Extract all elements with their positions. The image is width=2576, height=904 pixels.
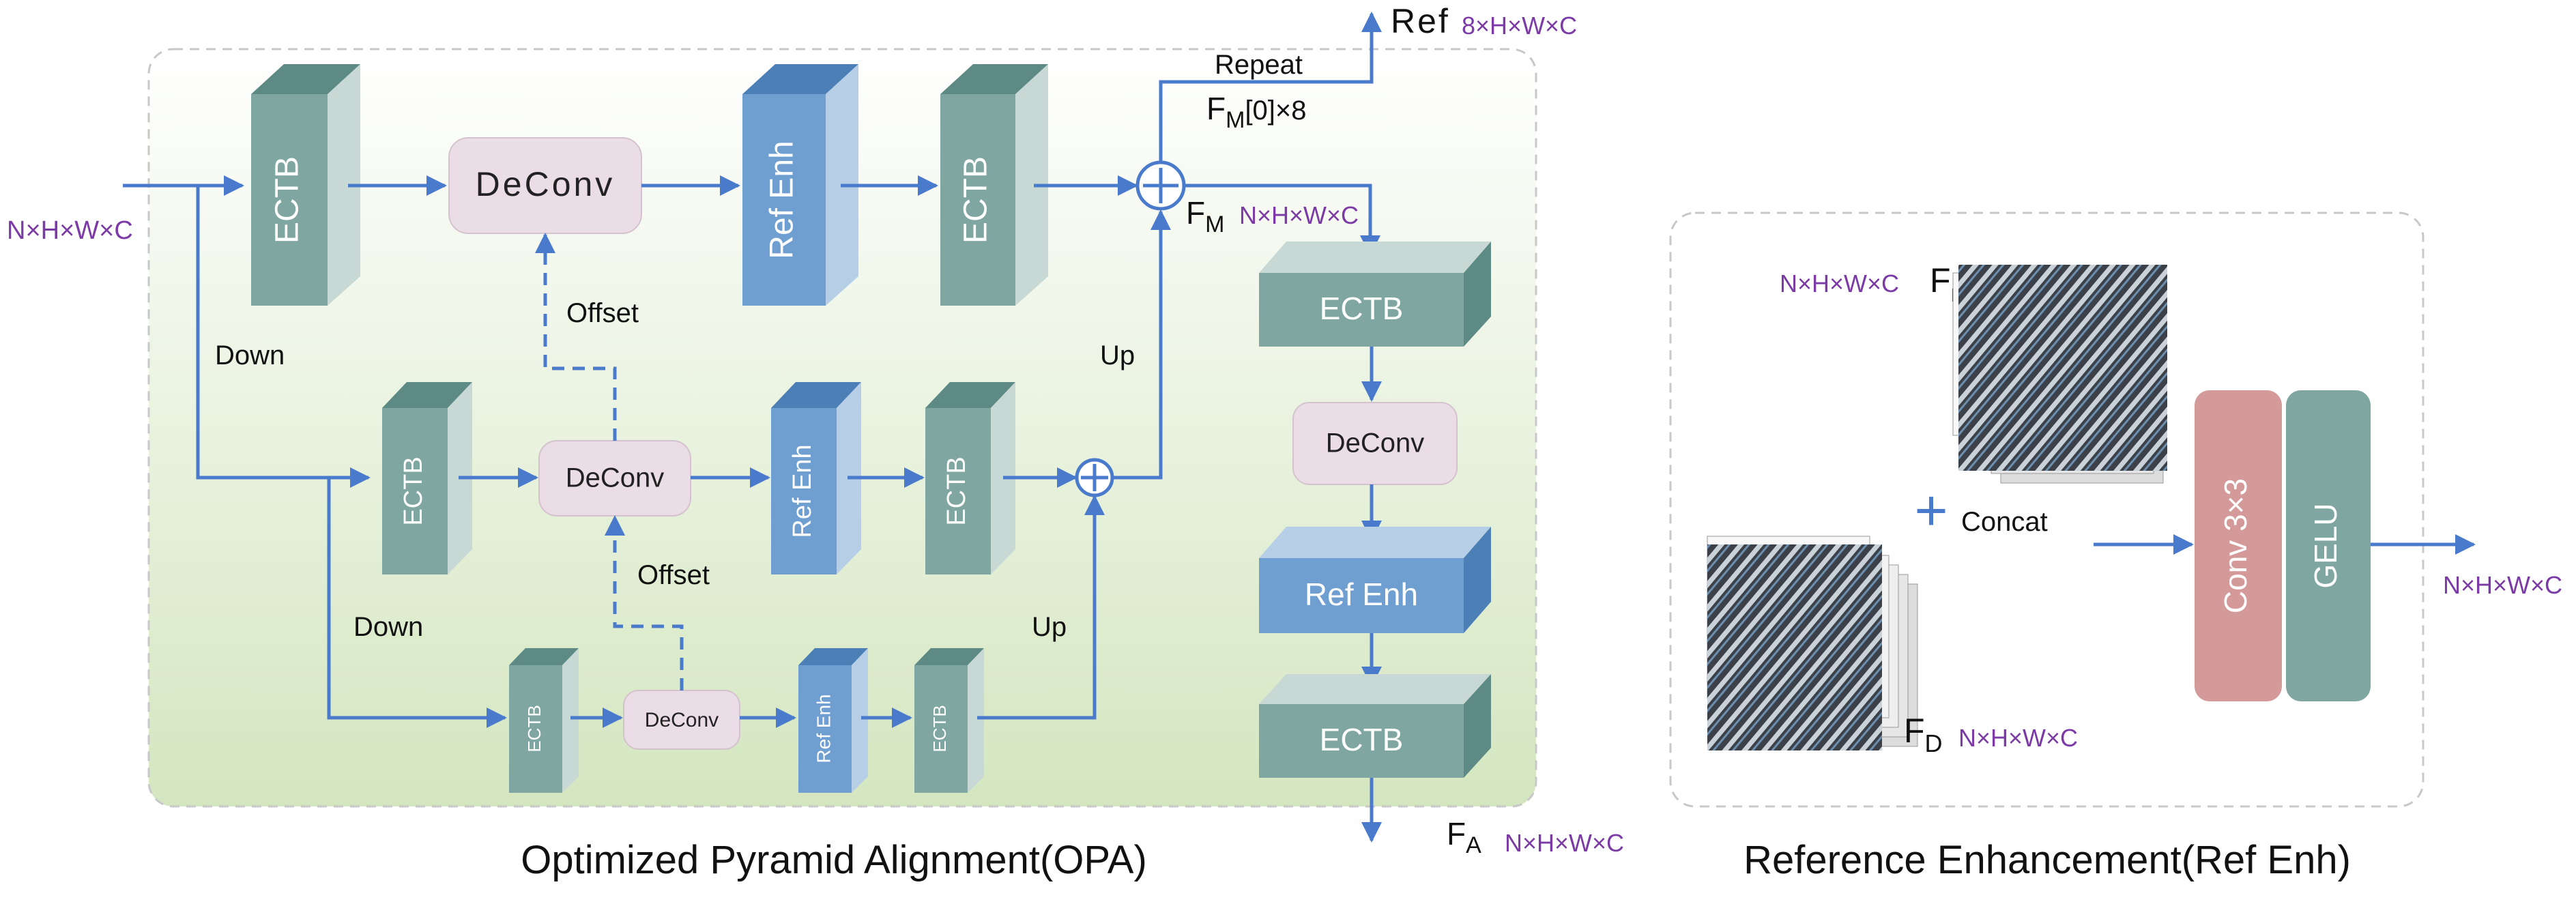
refenh-title: Reference Enhancement(Ref Enh) (1743, 838, 2351, 882)
fd-dim: N×H×W×C (1958, 724, 2078, 752)
refenh-output-dim: N×H×W×C (2443, 571, 2562, 599)
deconv-top: DeConv (448, 137, 642, 234)
svg-text:ECTB: ECTB (524, 705, 545, 752)
svg-text:ECTB: ECTB (270, 156, 306, 244)
ref-output-dim: 8×H×W×C (1462, 12, 1577, 40)
ref-output-label: Ref (1391, 2, 1450, 40)
svg-text:Ref Enh: Ref Enh (813, 694, 834, 763)
arrow-repeat-ref (1159, 12, 1382, 162)
offset-label-1: Offset (566, 298, 639, 328)
svg-text:DeConv: DeConv (645, 709, 719, 731)
refenh-l3: Ref Enh (798, 648, 868, 793)
fa-label: FA (1447, 816, 1481, 858)
fa-dim: N×H×W×C (1505, 829, 1624, 857)
down-label-2: Down (353, 612, 423, 642)
svg-text:Ref Enh: Ref Enh (764, 141, 800, 259)
arrow-down-l3 (327, 478, 507, 728)
gelu-block: GELU (2286, 390, 2371, 701)
add-l2 (1075, 458, 1114, 497)
arrow-up-l2-top (1112, 209, 1171, 480)
svg-text:ECTB: ECTB (958, 156, 994, 244)
arrow-up-l3-l2 (977, 495, 1105, 720)
fm-label: FM (1186, 195, 1224, 237)
repeat-label: Repeat (1215, 50, 1303, 80)
ectb-l3a: ECTB (509, 648, 579, 793)
ectb-l1a: ECTB (251, 64, 360, 306)
concat-plus: + (1914, 478, 1948, 542)
concat-label: Concat (1961, 507, 2048, 537)
refenh-right: Ref Enh (1259, 527, 1491, 633)
fref-dim: N×H×W×C (1780, 269, 1899, 297)
up-label-2: Up (1032, 612, 1067, 642)
svg-text:ECTB: ECTB (1320, 722, 1404, 757)
opa-title: Optimized Pyramid Alignment(OPA) (521, 838, 1147, 882)
fd-image-stack (1707, 536, 1918, 750)
svg-text:DeConv: DeConv (1326, 428, 1425, 458)
up-label-1: Up (1100, 340, 1135, 370)
arrow-add-to-right-column (1184, 184, 1380, 256)
svg-text:Conv 3×3: Conv 3×3 (2218, 478, 2253, 613)
add-top (1135, 160, 1186, 211)
refenh-l2: Ref Enh (771, 382, 861, 574)
conv-block: Conv 3×3 (2195, 390, 2282, 701)
svg-text:DeConv: DeConv (566, 463, 665, 493)
ectb-l1b: ECTB (940, 64, 1048, 306)
deconv-right: DeConv (1292, 402, 1458, 485)
input-dim-label: N×H×W×C (7, 216, 133, 245)
svg-text:Ref Enh: Ref Enh (1305, 577, 1418, 612)
offset-arrow-l3-l2 (605, 515, 684, 690)
offset-label-2: Offset (637, 560, 710, 590)
fm-dim: N×H×W×C (1239, 201, 1359, 229)
arrow-down-l2 (196, 186, 371, 488)
ectb-l2a: ECTB (382, 382, 472, 574)
ectb-l2b: ECTB (925, 382, 1015, 574)
deconv-l2: DeConv (538, 440, 691, 516)
ectb-right-1: ECTB (1259, 242, 1491, 347)
svg-text:ECTB: ECTB (942, 456, 971, 525)
ectb-right-2: ECTB (1259, 674, 1491, 778)
down-label-1: Down (215, 340, 285, 370)
fref-image-stack (1952, 265, 2167, 484)
svg-text:ECTB: ECTB (399, 456, 428, 525)
svg-text:ECTB: ECTB (1320, 291, 1404, 326)
fm0-label: FM[0]×8 (1206, 91, 1307, 133)
svg-text:DeConv: DeConv (476, 165, 616, 203)
svg-text:Ref Enh: Ref Enh (788, 444, 817, 538)
ectb-l3b: ECTB (914, 648, 984, 793)
fd-label: FD (1904, 712, 1943, 757)
svg-text:ECTB: ECTB (929, 705, 950, 752)
deconv-l3: DeConv (623, 690, 740, 750)
offset-arrow-l2-top (535, 233, 617, 441)
svg-text:GELU: GELU (2308, 503, 2343, 588)
